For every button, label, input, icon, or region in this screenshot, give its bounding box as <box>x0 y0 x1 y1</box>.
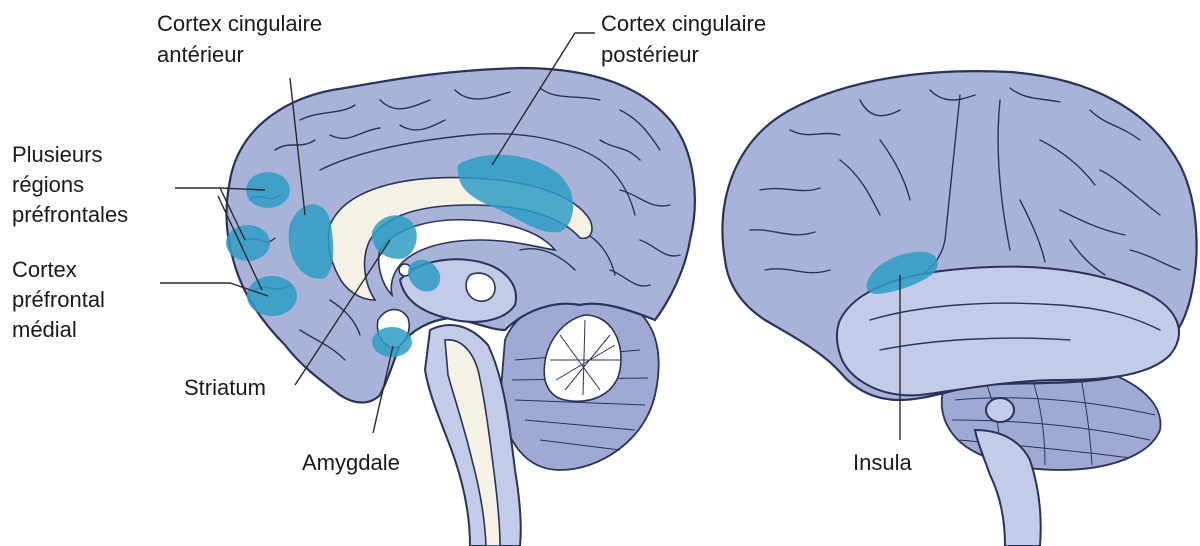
label-pcc-line1: Cortex cingulaire <box>601 11 766 36</box>
label-pfc-line3: préfrontales <box>12 202 128 227</box>
region-medial-prefrontal <box>247 276 297 316</box>
label-pfc-line2: régions <box>12 172 84 197</box>
region-prefrontal-mid <box>226 225 270 261</box>
label-mpfc-line1: Cortex <box>12 257 77 282</box>
label-mpfc-line2: préfrontal <box>12 287 105 312</box>
label-striatum: Striatum <box>184 375 266 400</box>
label-acc-line1: Cortex cingulaire <box>157 11 322 36</box>
label-mpfc-line3: médial <box>12 317 77 342</box>
label-amygdala: Amygdale <box>302 450 400 475</box>
label-pfc-line1: Plusieurs <box>12 142 102 167</box>
label-pcc-line2: postérieur <box>601 42 699 67</box>
lateral-brain-view <box>723 71 1197 546</box>
sagittal-cerebellum <box>500 294 659 470</box>
label-insula: Insula <box>853 450 912 475</box>
label-acc-line2: antérieur <box>157 42 244 67</box>
